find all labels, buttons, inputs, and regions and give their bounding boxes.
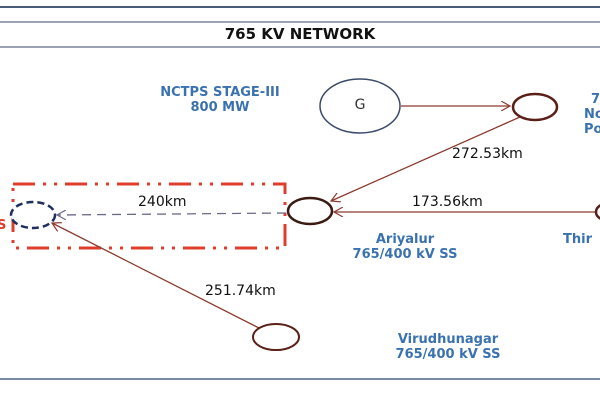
virudhunagar-rating: 765/400 kV SS bbox=[395, 347, 501, 362]
distance-ariyalur-left: 240km bbox=[138, 194, 187, 210]
left-node-label: S bbox=[0, 218, 7, 233]
proposed-node[interactable] bbox=[9, 200, 57, 230]
distance-virudhunagar-left: 251.74km bbox=[205, 283, 276, 299]
distance-north-ariyalur: 272.53km bbox=[452, 146, 523, 162]
title-rule-top bbox=[0, 21, 600, 23]
generator-capacity: 800 MW bbox=[190, 100, 250, 115]
page-title: 765 KV NETWORK bbox=[224, 25, 376, 43]
line-virudhunagar-to-left bbox=[52, 223, 260, 329]
line-north-to-ariyalur bbox=[331, 116, 521, 201]
virudhunagar-name: Virudhunagar bbox=[397, 332, 499, 347]
generator-symbol: G bbox=[354, 97, 366, 113]
north-chennai-line2: No bbox=[584, 107, 600, 122]
virudhunagar-label: Virudhunagar 765/400 kV SS bbox=[378, 332, 518, 362]
ariyalur-name: Ariyalur bbox=[375, 232, 435, 247]
top-border bbox=[0, 6, 600, 8]
generator-name: NCTPS STAGE-III bbox=[160, 85, 280, 100]
ariyalur-node[interactable] bbox=[286, 196, 334, 226]
north-chennai-node[interactable] bbox=[511, 92, 559, 122]
title-rule-bottom bbox=[0, 46, 600, 48]
thir-label: Thir bbox=[563, 232, 592, 247]
virudhunagar-node[interactable] bbox=[252, 323, 300, 351]
line-ariyalur-to-left bbox=[57, 213, 287, 215]
generator-node[interactable] bbox=[319, 78, 401, 134]
generator-label: NCTPS STAGE-III 800 MW bbox=[120, 85, 320, 115]
bottom-border bbox=[0, 378, 600, 380]
north-chennai-line1: 7 bbox=[591, 92, 600, 107]
north-chennai-label: 7 No Poo bbox=[584, 92, 600, 137]
ariyalur-rating: 765/400 kV SS bbox=[352, 247, 458, 262]
north-chennai-line3: Poo bbox=[584, 122, 600, 137]
ariyalur-label: Ariyalur 765/400 kV SS bbox=[345, 232, 465, 262]
thir-node[interactable] bbox=[594, 204, 600, 220]
distance-thir-ariyalur: 173.56km bbox=[412, 194, 483, 210]
